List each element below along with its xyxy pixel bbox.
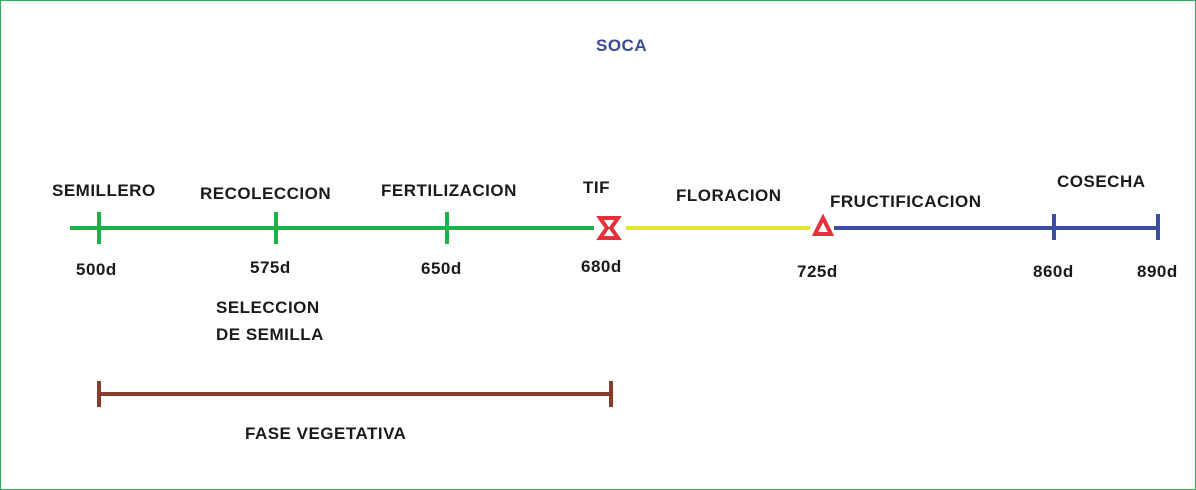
day-label-500d: 500d xyxy=(76,260,117,279)
diagram-title: SOCA xyxy=(596,36,648,55)
triangle-icon xyxy=(811,213,835,236)
stage-label-floracion: FLORACION xyxy=(676,186,782,205)
stage-label-tif: TIF xyxy=(583,178,610,197)
day-label-725d: 725d xyxy=(797,262,838,281)
stage-label-recoleccion: RECOLECCION xyxy=(200,184,332,203)
stage-label-semillero: SEMILLERO xyxy=(52,181,156,200)
stage-label-seleccion-semilla: SELECCION DE SEMILLA xyxy=(216,298,324,344)
stage-label-fructificacion: FRUCTIFICACION xyxy=(830,192,982,211)
day-label-890d: 890d xyxy=(1137,262,1178,281)
day-label-650d: 650d xyxy=(421,259,462,278)
phase-label-fase-vegetativa: FASE VEGETATIVA xyxy=(245,424,407,443)
day-label-575d: 575d xyxy=(250,258,291,277)
day-label-860d: 860d xyxy=(1033,262,1074,281)
stage-label-fertilizacion: FERTILIZACION xyxy=(381,181,517,200)
day-label-680d: 680d xyxy=(581,257,622,276)
hourglass-icon xyxy=(596,216,622,240)
stage-label-cosecha: COSECHA xyxy=(1057,172,1146,191)
